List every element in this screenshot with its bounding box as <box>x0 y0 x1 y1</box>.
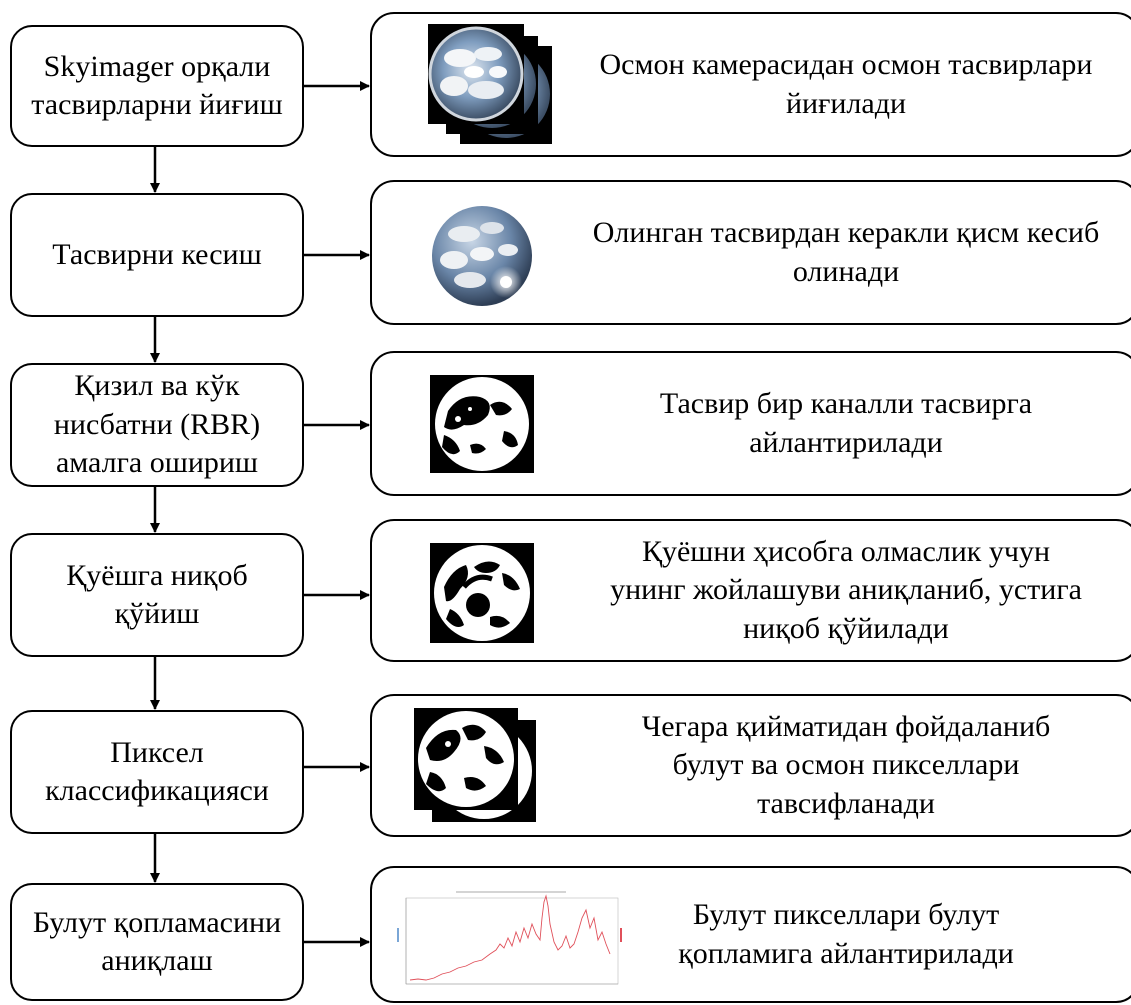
step-3-label: Қизил ва кўк нисбатни (RBR) амалга ошири… <box>53 369 261 480</box>
step-1-box: Skyimager орқали тасвирларни йиғиш <box>10 25 304 147</box>
classified-pixels-stack-icon <box>414 708 538 829</box>
cloud-cover-chart-icon <box>396 888 624 999</box>
step-2-label: Тасвирни кесиш <box>52 237 262 271</box>
step-4-description: Қуёшни ҳисобга олмаслик учун унинг жойла… <box>610 534 1082 645</box>
step-6-box: Булут қопламасини аниқлаш <box>10 883 304 1001</box>
step-1-description: Осмон камерасидан осмон тасвирлари йиғил… <box>599 48 1093 120</box>
step-2-description-box: Олинган тасвирдан керакли қисм кесиб оли… <box>370 180 1131 325</box>
step-6-description-box: Булут пикселлари булут қопламига айланти… <box>370 866 1131 1003</box>
step-5-label: Пиксел классификацияси <box>45 735 269 807</box>
binary-rbr-image-icon <box>430 375 534 478</box>
step-2-box: Тасвирни кесиш <box>10 193 304 317</box>
step-3-description: Тасвир бир каналли тасвирга айлантирилад… <box>659 387 1033 459</box>
step-6-description: Булут пикселлари булут қопламига айланти… <box>678 898 1014 970</box>
step-6-label: Булут қопламасини аниқлаш <box>32 905 282 977</box>
step-4-box: Қуёшга ниқоб қўйиш <box>10 533 304 657</box>
step-4-label: Қуёшга ниқоб қўйиш <box>66 558 248 630</box>
step-1-label: Skyimager орқали тасвирларни йиғиш <box>31 49 283 121</box>
step-5-description-box: Чегара қийматидан фойдаланиб булут ва ос… <box>370 694 1131 837</box>
stacked-sky-images-icon <box>428 24 558 153</box>
step-1-description-box: Осмон камерасидан осмон тасвирлари йиғил… <box>370 12 1131 157</box>
cropped-sky-sphere-icon <box>430 204 534 313</box>
step-5-box: Пиксел классификацияси <box>10 710 304 834</box>
sun-mask-image-icon <box>430 543 534 648</box>
step-3-box: Қизил ва кўк нисбатни (RBR) амалга ошири… <box>10 363 304 487</box>
step-5-description: Чегара қийматидан фойдаланиб булут ва ос… <box>641 709 1051 820</box>
step-3-description-box: Тасвир бир каналли тасвирга айлантирилад… <box>370 351 1131 496</box>
step-4-description-box: Қуёшни ҳисобга олмаслик учун унинг жойла… <box>370 519 1131 662</box>
step-2-description: Олинган тасвирдан керакли қисм кесиб оли… <box>592 216 1100 288</box>
